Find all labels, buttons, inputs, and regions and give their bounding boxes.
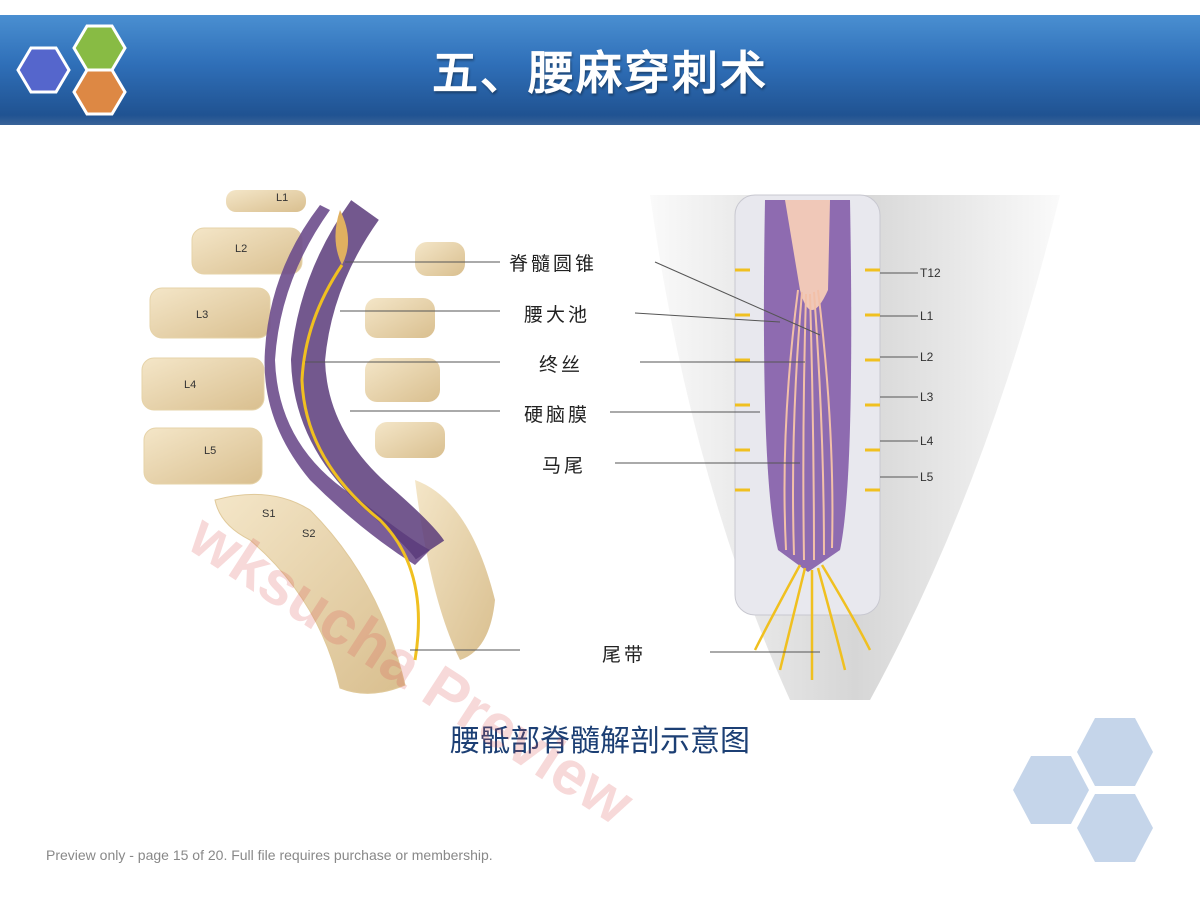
callout-cauda-equina: 马尾	[538, 451, 590, 478]
posterior-view: T12 L1 L2 L3 L4 L5	[650, 195, 1060, 700]
level-label-l3-right: L3	[920, 390, 934, 404]
callout-conus-medullaris: 脊髓圆锥	[505, 249, 601, 276]
level-label-s1: S1	[262, 508, 275, 520]
callout-coccygeal-ligament: 尾带	[598, 640, 650, 667]
sagittal-view: L1 L2 L3 L4 L5 S1 S2	[142, 190, 495, 693]
callout-lumbar-cistern: 腰大池	[520, 300, 594, 327]
level-label-l4-right: L4	[920, 434, 934, 448]
level-label-l1: L1	[276, 192, 288, 204]
decorative-hexagons-icon	[1005, 710, 1165, 870]
level-label-l5: L5	[204, 445, 216, 457]
preview-footer-note: Preview only - page 15 of 20. Full file …	[46, 847, 493, 863]
slide-title: 五、腰麻穿刺术	[0, 37, 1200, 103]
level-label-l4: L4	[184, 379, 196, 391]
level-label-l1-right: L1	[920, 309, 934, 323]
level-label-l2-right: L2	[920, 350, 934, 364]
callout-dura-mater: 硬脑膜	[520, 400, 594, 427]
level-label-s2: S2	[302, 528, 315, 540]
level-label-l3: L3	[196, 309, 208, 321]
anatomy-figure: L1 L2 L3 L4 L5 S1 S2	[130, 180, 1070, 710]
level-label-l5-right: L5	[920, 470, 934, 484]
level-label-t12-right: T12	[920, 266, 941, 280]
level-label-l2: L2	[235, 243, 247, 255]
callout-filum-terminale: 终丝	[535, 350, 587, 377]
